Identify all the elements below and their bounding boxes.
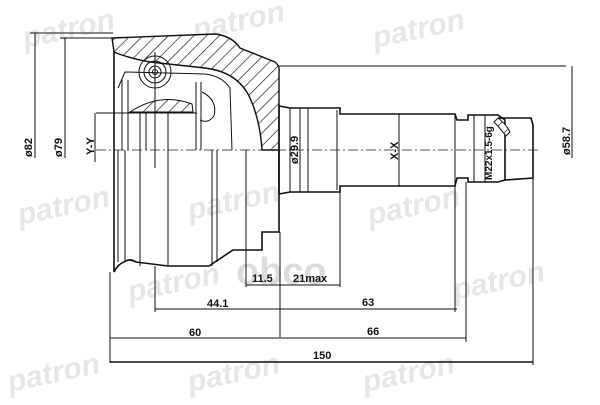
dimension-thread: M22x1.5-6g — [484, 126, 495, 180]
vertical-dimensions — [30, 32, 573, 192]
watermark-patron: patron — [184, 175, 283, 227]
watermark-patron: patron — [359, 347, 458, 399]
dimension-150: 150 — [313, 350, 331, 362]
section-label-y-y: Y-Y — [85, 137, 97, 155]
dimension-60: 60 — [189, 327, 201, 339]
watermark-patron: patron — [14, 180, 113, 232]
dimension-44-1: 44.1 — [207, 298, 228, 310]
dimension-21max: 21max — [293, 273, 328, 285]
section-label-x-x: X-X — [389, 141, 401, 160]
watermark-obco: obco — [236, 251, 327, 293]
housing-section — [111, 33, 280, 273]
dimension-66: 66 — [367, 326, 379, 338]
horizontal-dimensions — [109, 178, 534, 365]
watermark-patron: patron — [4, 347, 103, 399]
watermark-patron: patron — [19, 3, 118, 55]
watermark-patron: patron — [364, 180, 463, 232]
dimension-d29-9: ø29.9 — [289, 136, 301, 164]
dimension-d58-7: ø58.7 — [561, 127, 573, 155]
dimension-11-5: 11.5 — [252, 273, 273, 285]
ball-and-inner-race — [96, 52, 247, 266]
watermark-patron: patron — [184, 347, 283, 399]
watermark-patron: patron — [369, 3, 468, 55]
dimension-63: 63 — [362, 297, 374, 309]
dimension-d82: ø82 — [23, 138, 35, 157]
dimension-d79: ø79 — [53, 138, 65, 157]
